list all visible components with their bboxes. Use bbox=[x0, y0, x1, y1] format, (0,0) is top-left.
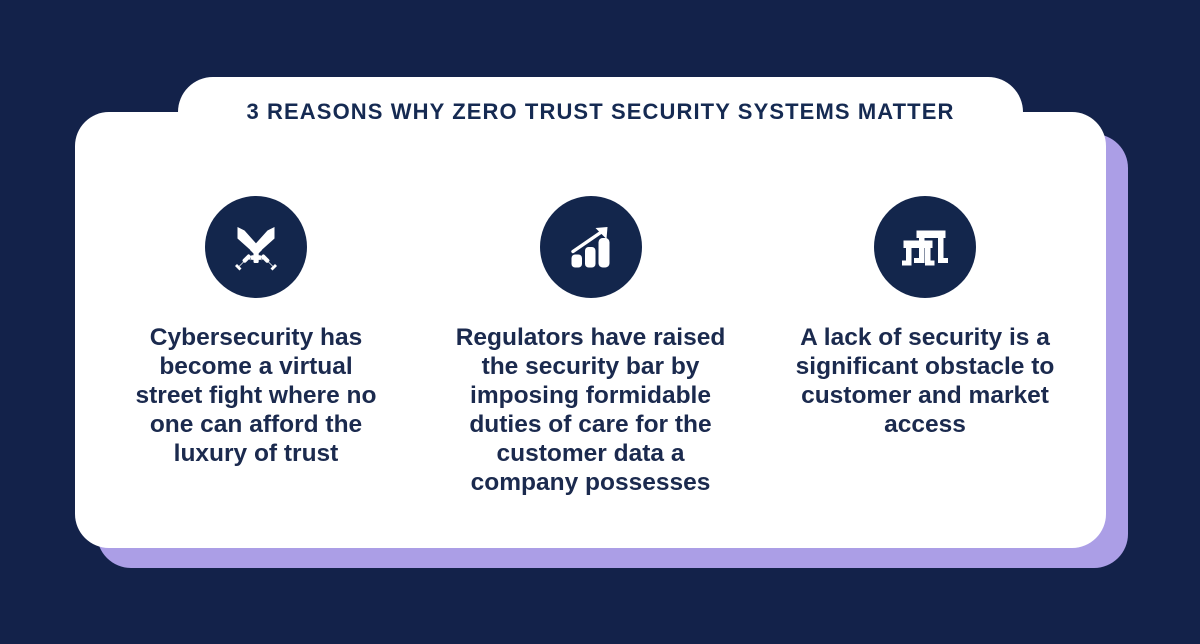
reason-column-1: Cybersecurity has become a virtual stree… bbox=[93, 160, 419, 469]
reason-column-3: A lack of security is a significant obst… bbox=[762, 160, 1088, 440]
icon-badge-2 bbox=[539, 196, 642, 298]
reason-text-2: Regulators have raised the security bar … bbox=[455, 324, 726, 496]
icon-badge-3 bbox=[874, 196, 976, 298]
bar-chart-growth-icon bbox=[565, 221, 617, 273]
icon-badge-1 bbox=[205, 196, 307, 298]
reasons-columns: Cybersecurity has become a virtual stree… bbox=[75, 160, 1106, 548]
crossed-swords-icon bbox=[230, 221, 282, 273]
reason-text-3: A lack of security is a significant obst… bbox=[795, 324, 1055, 438]
page-title: 3 REASONS WHY ZERO TRUST SECURITY SYSTEM… bbox=[246, 99, 955, 124]
title-pill: 3 REASONS WHY ZERO TRUST SECURITY SYSTEM… bbox=[178, 77, 1023, 147]
main-card bbox=[75, 112, 1106, 548]
hurdles-obstacle-icon bbox=[899, 221, 951, 273]
reason-column-2: Regulators have raised the security bar … bbox=[428, 160, 754, 497]
reason-text-1: Cybersecurity has become a virtual stree… bbox=[135, 324, 377, 467]
